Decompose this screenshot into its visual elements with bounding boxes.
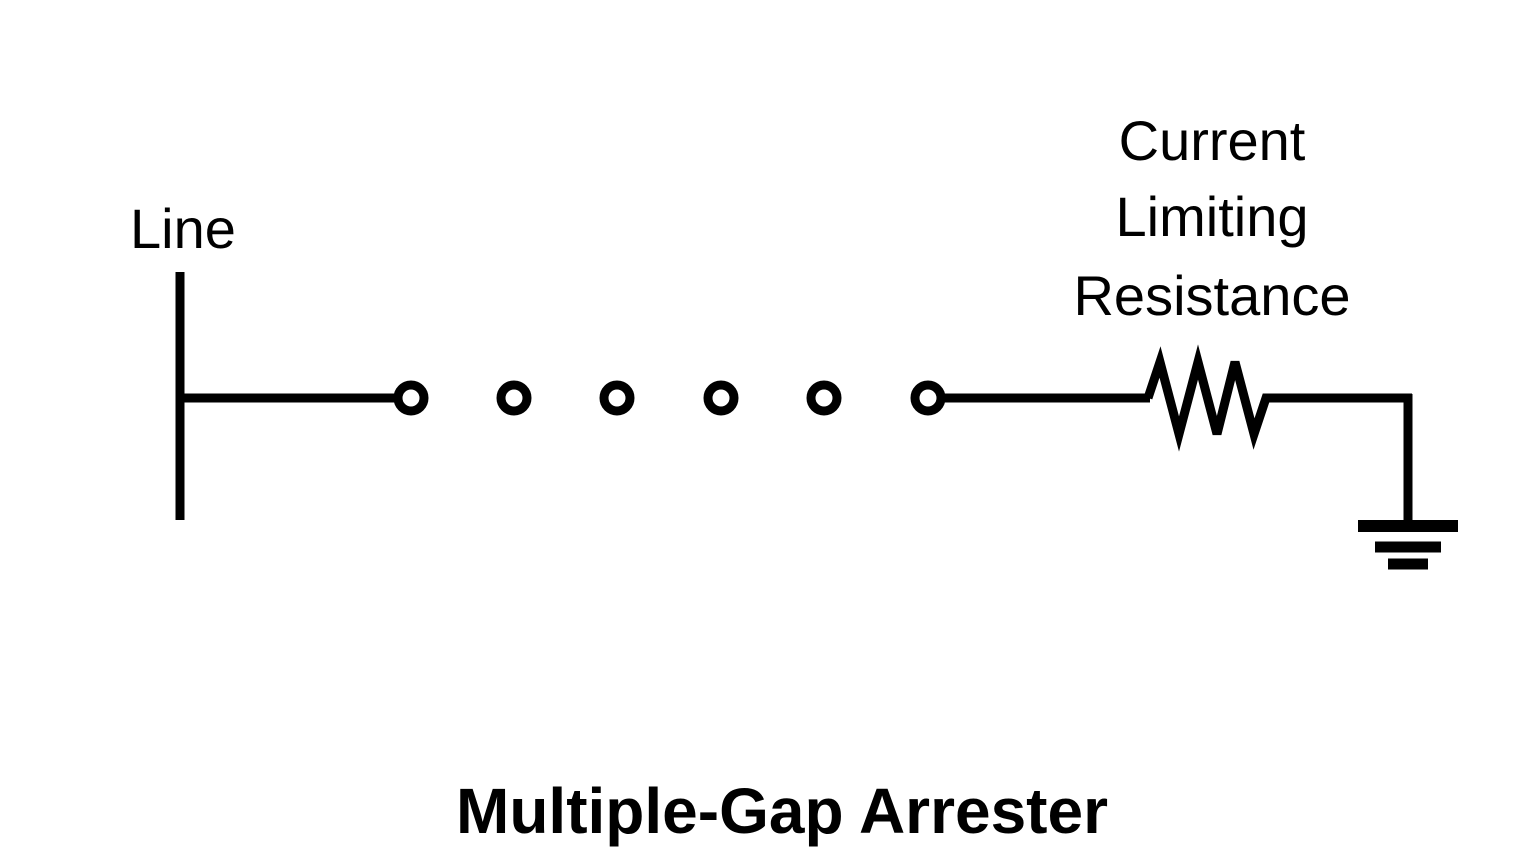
spark-gap-circle-4 [703,380,739,416]
spark-gap-circle-2 [496,380,532,416]
figure-title: Multiple-Gap Arrester [456,775,1108,847]
current-limiting-resistance-label-line3: Resistance [1073,264,1350,327]
line-label: Line [130,197,236,260]
current-limiting-resistance-label-line1: Current [1119,109,1306,172]
resistor-zigzag [1143,344,1274,452]
spark-gap-circle-3 [599,380,635,416]
current-limiting-resistance-label-line2: Limiting [1116,185,1309,248]
spark-gap-circle-5 [806,380,842,416]
spark-gap-circle-6 [910,380,946,416]
spark-gap-circle-1 [393,380,429,416]
